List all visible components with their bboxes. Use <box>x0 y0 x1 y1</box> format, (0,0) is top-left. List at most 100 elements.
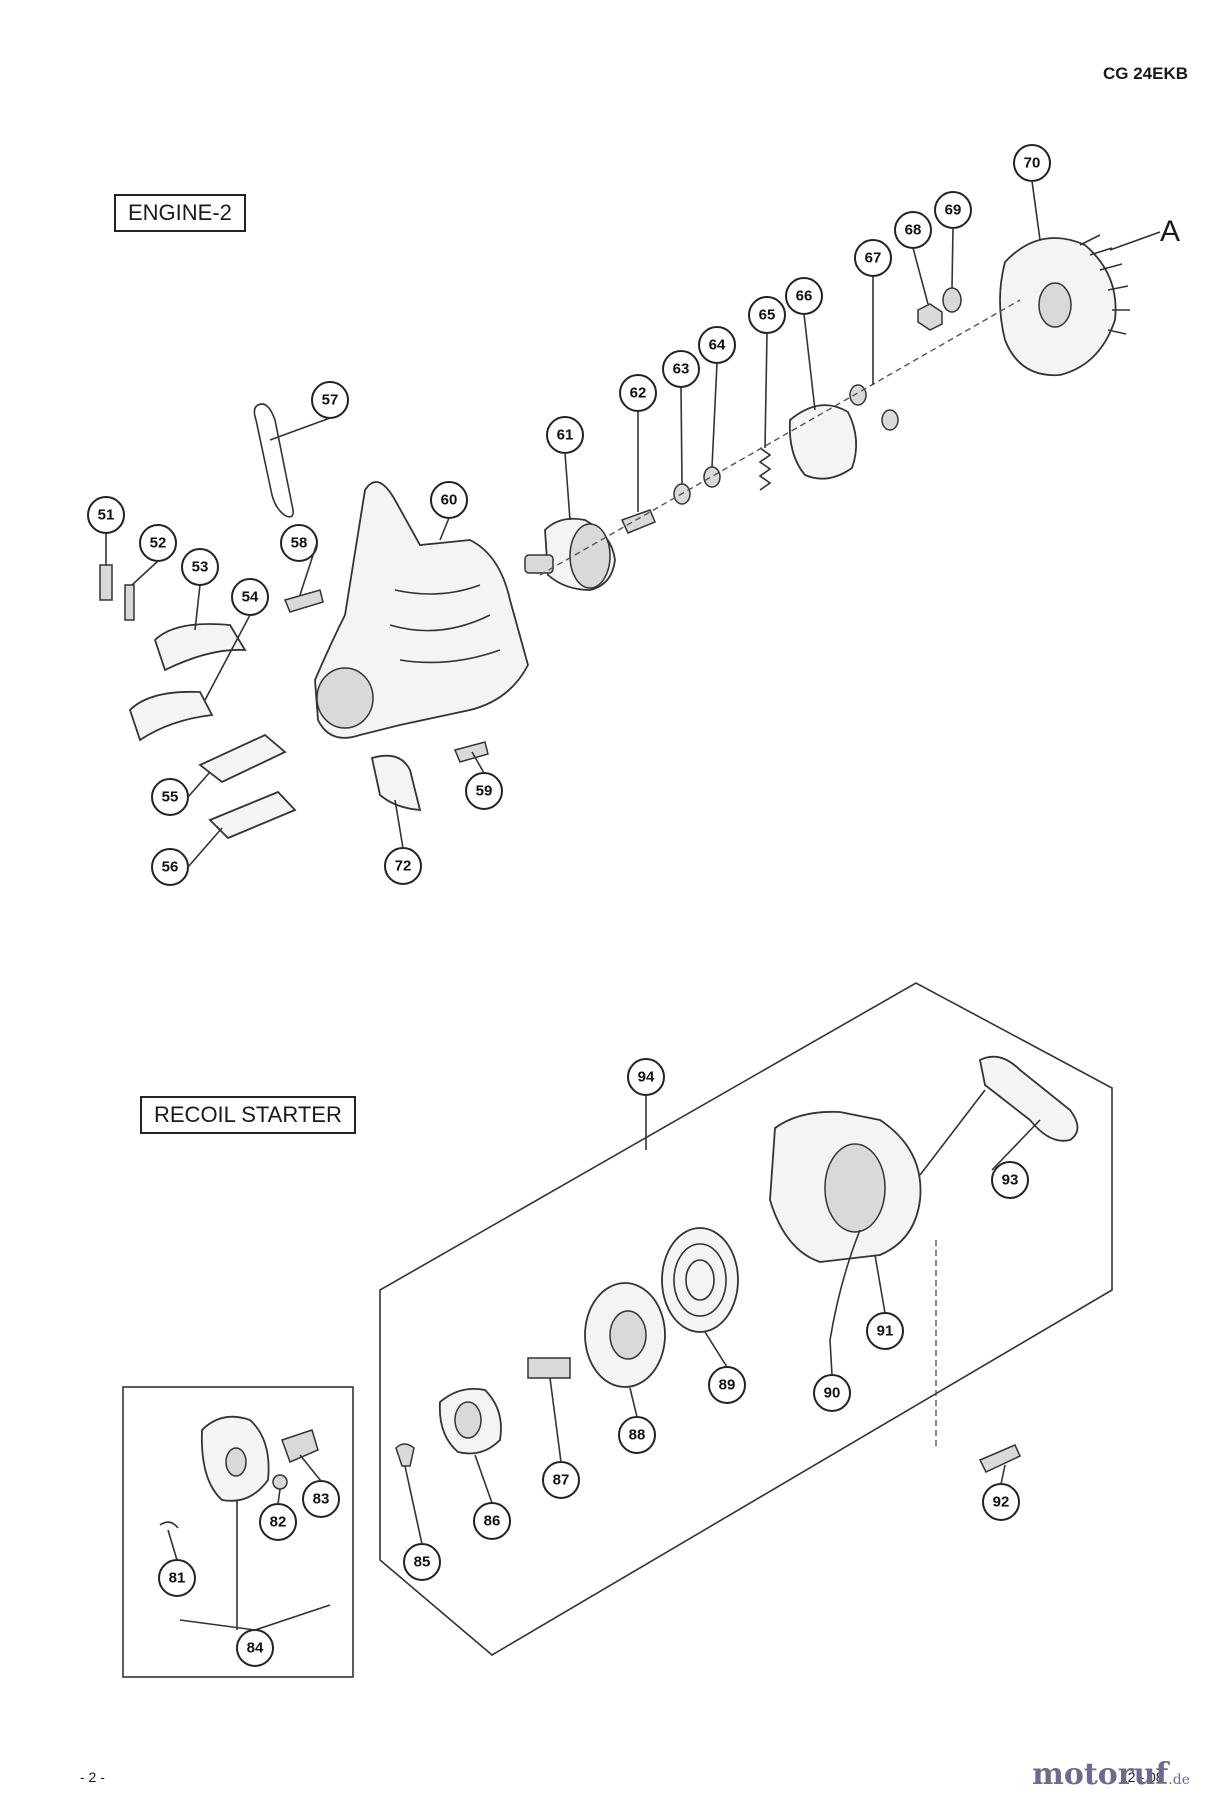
svg-text:62: 62 <box>630 385 647 402</box>
svg-text:90: 90 <box>824 1385 841 1402</box>
callout-93: 93 <box>991 1161 1029 1199</box>
part-bolt-62 <box>620 509 656 534</box>
callout-60: 60 <box>430 481 468 519</box>
part-clip-81 <box>159 1521 179 1529</box>
svg-text:89: 89 <box>719 1377 736 1394</box>
part-screw-92 <box>978 1444 1021 1473</box>
svg-text:83: 83 <box>313 1491 330 1508</box>
part-washer-64 <box>703 466 721 488</box>
part-spring-82 <box>272 1474 288 1490</box>
callout-68: 68 <box>894 211 932 249</box>
assembly-outline <box>379 982 1113 1656</box>
callout-92: 92 <box>982 1483 1020 1521</box>
part-fan-housing <box>314 481 529 739</box>
part-clutch-shoe <box>788 404 858 480</box>
part-cover-plate <box>370 754 422 811</box>
callout-56: 56 <box>151 848 189 886</box>
part-washer-67a <box>849 384 867 406</box>
callout-53: 53 <box>181 548 219 586</box>
section-label-engine: ENGINE-2 <box>114 194 246 232</box>
part-clamp-54 <box>128 690 214 742</box>
svg-text:92: 92 <box>993 1494 1010 1511</box>
callout-65: 65 <box>748 296 786 334</box>
svg-text:91: 91 <box>877 1323 894 1340</box>
callout-58: 58 <box>280 524 318 562</box>
site-logo: motoruf.de <box>1032 1757 1190 1792</box>
callout-86: 86 <box>473 1502 511 1540</box>
svg-text:68: 68 <box>905 222 922 239</box>
part-gasket <box>253 403 294 518</box>
section-label-recoil-starter: RECOIL STARTER <box>140 1096 356 1134</box>
callout-70: 70 <box>1013 144 1051 182</box>
callout-69: 69 <box>934 191 972 229</box>
callout-51: 51 <box>87 496 125 534</box>
revision-date: 12 - 08 <box>1120 1769 1164 1785</box>
callout-72: 72 <box>384 847 422 885</box>
callout-52: 52 <box>139 524 177 562</box>
svg-text:66: 66 <box>796 288 813 305</box>
callout-55: 55 <box>151 778 189 816</box>
part-screw-51 <box>99 564 113 601</box>
callout-81: 81 <box>158 1559 196 1597</box>
svg-text:60: 60 <box>441 492 458 509</box>
callout-61: 61 <box>546 416 584 454</box>
callout-63: 63 <box>662 350 700 388</box>
svg-text:61: 61 <box>557 427 574 444</box>
callout-87: 87 <box>542 1461 580 1499</box>
part-screw-85 <box>395 1443 415 1467</box>
svg-text:56: 56 <box>162 859 179 876</box>
callout-94: 94 <box>627 1058 665 1096</box>
svg-text:58: 58 <box>291 535 308 552</box>
callout-82: 82 <box>259 1503 297 1541</box>
callout-67: 67 <box>854 239 892 277</box>
callout-85: 85 <box>403 1543 441 1581</box>
part-starter-handle <box>978 1055 1079 1142</box>
axis-marker-a: A <box>1160 215 1181 248</box>
svg-text:67: 67 <box>865 250 882 267</box>
model-number: CG 24EKB <box>1102 64 1188 83</box>
svg-text:57: 57 <box>322 392 339 409</box>
svg-text:72: 72 <box>395 858 412 875</box>
part-starter-rope <box>829 1229 861 1341</box>
callout-89: 89 <box>708 1366 746 1404</box>
part-washer-69 <box>942 287 962 313</box>
svg-text:55: 55 <box>162 789 179 806</box>
part-recoil-spring <box>661 1227 739 1333</box>
svg-text:64: 64 <box>709 337 726 354</box>
callout-90: 90 <box>813 1374 851 1412</box>
callout-84: 84 <box>236 1629 274 1667</box>
part-holder-56 <box>208 790 297 840</box>
part-nut-68 <box>917 303 943 331</box>
part-holder-55 <box>198 733 287 784</box>
part-pawl <box>281 1429 319 1464</box>
svg-text:93: 93 <box>1002 1172 1019 1189</box>
svg-text:88: 88 <box>629 1427 646 1444</box>
svg-text:94: 94 <box>638 1069 655 1086</box>
svg-text:85: 85 <box>414 1554 431 1571</box>
svg-text:70: 70 <box>1024 155 1041 172</box>
svg-text:63: 63 <box>673 361 690 378</box>
svg-text:54: 54 <box>242 589 259 606</box>
svg-text:84: 84 <box>247 1640 264 1657</box>
svg-text:81: 81 <box>169 1570 186 1587</box>
svg-text:82: 82 <box>270 1514 287 1531</box>
callout-91: 91 <box>866 1312 904 1350</box>
page-number: - 2 - <box>80 1769 105 1785</box>
svg-text:59: 59 <box>476 783 493 800</box>
part-screw-58 <box>283 589 324 613</box>
part-clamp-53 <box>153 623 247 672</box>
part-screw-59 <box>453 741 489 763</box>
part-clutch-spring <box>758 447 772 491</box>
part-washer-67b <box>881 409 899 431</box>
svg-text:51: 51 <box>98 507 115 524</box>
callout-64: 64 <box>698 326 736 364</box>
callout-54: 54 <box>231 578 269 616</box>
svg-text:69: 69 <box>945 202 962 219</box>
part-fan-housing-opening <box>316 667 374 729</box>
callout-88: 88 <box>618 1416 656 1454</box>
callout-57: 57 <box>311 381 349 419</box>
svg-text:52: 52 <box>150 535 167 552</box>
callout-83: 83 <box>302 1480 340 1518</box>
inset-box <box>122 1386 354 1678</box>
